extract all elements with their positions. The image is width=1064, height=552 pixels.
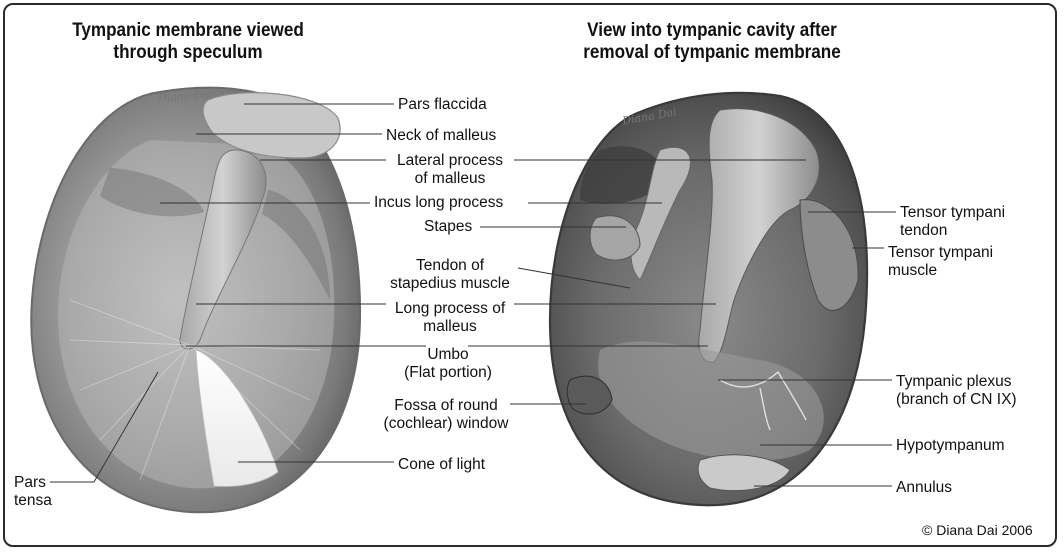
label-text: Tensor tympani: [900, 204, 1005, 222]
label-text: Tensor tympani: [888, 244, 993, 262]
label-text: muscle: [888, 262, 993, 280]
label-text: Pars: [14, 474, 52, 492]
label-pars-tensa: Pars tensa: [14, 474, 52, 510]
label-text: Umbo: [392, 346, 504, 364]
label-lateral-process: Lateral process of malleus: [386, 152, 514, 188]
label-annulus: Annulus: [896, 479, 952, 497]
label-text: Lateral process: [386, 152, 514, 170]
right-title: View into tympanic cavity after removal …: [550, 20, 874, 64]
label-text: (branch of CN IX): [896, 391, 1017, 409]
label-tensor-tympani-tendon: Tensor tympani tendon: [900, 204, 1005, 240]
label-text: Neck of malleus: [386, 127, 496, 145]
label-text: stapedius muscle: [382, 275, 518, 293]
label-fossa-round-window: Fossa of round (cochlear) window: [382, 397, 510, 433]
label-text: Annulus: [896, 479, 952, 497]
label-text: Cone of light: [398, 456, 485, 474]
label-text: (cochlear) window: [382, 415, 510, 433]
copyright-notice: © Diana Dai 2006: [922, 522, 1033, 538]
label-text: Tympanic plexus: [896, 373, 1017, 391]
label-text: Pars flaccida: [398, 96, 487, 114]
tympanic-cavity-drawing: [550, 93, 867, 505]
label-tendon-of-stapedius: Tendon of stapedius muscle: [382, 257, 518, 293]
label-text: Long process of: [386, 300, 514, 318]
label-text: tendon: [900, 222, 1005, 240]
right-title-line-1: View into tympanic cavity after: [550, 20, 874, 42]
label-cone-of-light: Cone of light: [398, 456, 485, 474]
label-text: Tendon of: [382, 257, 518, 275]
left-title-line-2: through speculum: [44, 42, 332, 64]
label-text: Stapes: [424, 218, 472, 236]
left-title-line-1: Tympanic membrane viewed: [44, 20, 332, 42]
label-umbo: Umbo (Flat portion): [392, 346, 504, 382]
label-text: Fossa of round: [382, 397, 510, 415]
label-tensor-tympani-muscle: Tensor tympani muscle: [888, 244, 993, 280]
tympanic-membrane-drawing: [31, 88, 360, 513]
label-long-process-of-malleus: Long process of malleus: [386, 300, 514, 336]
label-neck-of-malleus: Neck of malleus: [386, 127, 496, 145]
label-text: of malleus: [386, 170, 514, 188]
label-stapes: Stapes: [424, 218, 472, 236]
label-tympanic-plexus: Tympanic plexus (branch of CN IX): [896, 373, 1017, 409]
label-text: Incus long process: [374, 194, 503, 212]
label-text: tensa: [14, 492, 52, 510]
right-title-line-2: removal of tympanic membrane: [550, 42, 874, 64]
label-text: Hypotympanum: [896, 437, 1005, 455]
label-text: malleus: [386, 318, 514, 336]
left-title: Tympanic membrane viewed through speculu…: [44, 20, 332, 64]
label-pars-flaccida: Pars flaccida: [398, 96, 487, 114]
label-text: (Flat portion): [392, 364, 504, 382]
label-hypotympanum: Hypotympanum: [896, 437, 1005, 455]
label-incus-long-process: Incus long process: [374, 194, 503, 212]
